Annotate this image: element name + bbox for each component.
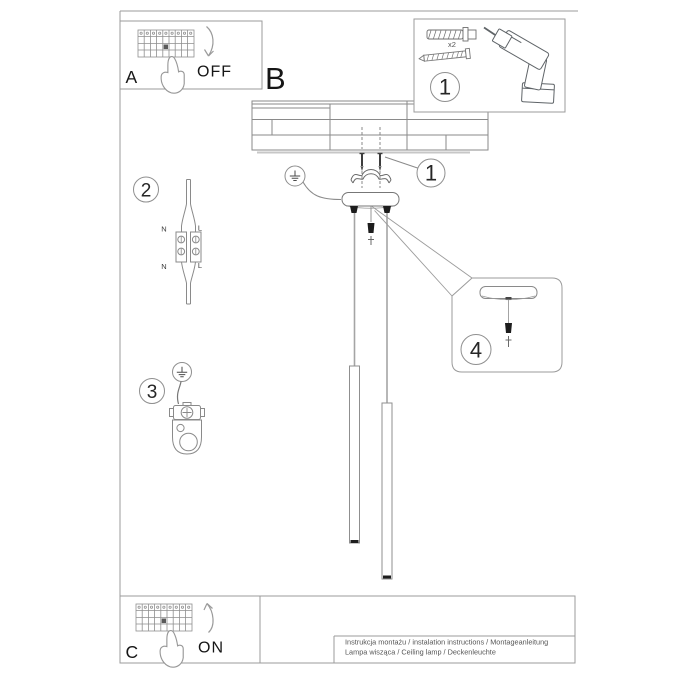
wiring-diagram: 2 N L N L <box>133 176 202 305</box>
canopy-disc <box>479 286 538 299</box>
mounting-screws <box>359 127 383 188</box>
circuit-breaker-panel-c <box>135 603 193 632</box>
mounting-bracket <box>350 169 392 184</box>
panel-canopy-box: 4 <box>451 277 563 373</box>
panel-a: OFF A <box>126 26 232 94</box>
ceiling-bracket <box>169 402 205 455</box>
section-b-label: B <box>265 61 286 96</box>
bottom-strip <box>119 595 576 664</box>
off-label: OFF <box>197 64 232 81</box>
anchor-quantity-label: x2 <box>448 40 456 49</box>
arrow-up-icon <box>203 603 214 633</box>
canopy-cord-grip <box>505 323 512 333</box>
footer-line-2: Lampa wisząca / Ceiling lamp / Deckenleu… <box>345 648 496 657</box>
pendant-tube-left <box>349 365 360 544</box>
callout-screws: 1 <box>384 156 446 188</box>
canopy-screw-icon <box>505 336 512 347</box>
step-3-badge <box>139 378 165 404</box>
step-4-badge <box>460 334 492 365</box>
on-label: ON <box>198 640 224 657</box>
wall-plug-icon <box>426 27 477 42</box>
cord-grip-right <box>383 206 391 213</box>
terminal-label-l-bottom: L <box>198 261 202 270</box>
center-screw-icon <box>368 236 374 245</box>
panel-canopy-leaders <box>371 206 473 297</box>
pendant-cords <box>353 213 388 403</box>
center-grip <box>367 223 375 233</box>
step-1-badge-number: 1 <box>439 75 451 100</box>
cord-grip-left <box>350 206 358 213</box>
ground-symbol-main <box>284 165 342 200</box>
footer-line-1: Instrukcja montażu / instalation instruc… <box>345 638 548 647</box>
step-2-badge <box>133 176 159 203</box>
footer-text: Instrukcja montażu / instalation instruc… <box>345 638 548 657</box>
terminal-label-n-bottom: N <box>161 262 166 271</box>
panel-tools-box: x2 1 <box>413 18 566 113</box>
ground-connection-diagram: 3 <box>139 362 205 455</box>
step-1-badge <box>430 72 460 102</box>
lamp-canopy <box>341 192 400 245</box>
step-4-badge-number: 4 <box>470 338 482 363</box>
terminal-label-n-top: N <box>161 225 166 234</box>
panel-c: ON C <box>126 603 224 668</box>
step-2-badge-number: 2 <box>141 181 152 202</box>
panel-a-label: A <box>126 67 138 87</box>
screw-icon <box>418 47 471 62</box>
panel-c-label: C <box>126 642 139 662</box>
page-frame <box>119 10 578 663</box>
circuit-breaker-panel-a <box>137 29 195 58</box>
step-3-badge-number: 3 <box>147 382 158 403</box>
ground-wire <box>176 381 182 405</box>
callout-screws-number: 1 <box>425 161 437 186</box>
arrow-down-icon <box>203 26 214 57</box>
drill-icon <box>483 26 555 104</box>
canopy-nipple <box>505 297 512 300</box>
pendant-tube-right <box>381 402 393 580</box>
terminal-label-l-top: L <box>198 224 202 233</box>
